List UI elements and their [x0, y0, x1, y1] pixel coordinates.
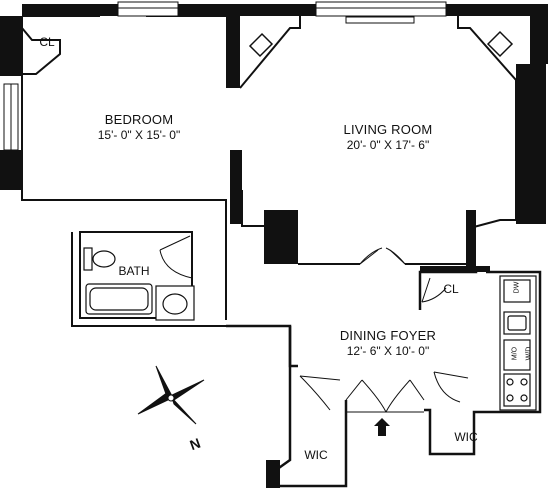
entry-doors	[345, 379, 425, 413]
bath-walls	[71, 224, 227, 327]
living-room-windows	[315, 1, 447, 24]
bath-door	[159, 235, 193, 279]
bedroom-walls	[21, 15, 227, 224]
wic-doors	[299, 371, 469, 411]
bedroom-closet-label: CL	[39, 35, 55, 49]
foyer-walls	[226, 266, 542, 488]
bedroom-dimensions: 15'- 0" X 15'- 0"	[97, 128, 181, 142]
living-room-name: LIVING ROOM	[343, 122, 433, 137]
bath-label: BATH	[118, 264, 150, 278]
foyer-closet-label: CL	[443, 282, 459, 296]
dishwasher-label: DW	[513, 281, 521, 294]
compass-icon	[137, 365, 205, 425]
living-room-doors	[359, 247, 406, 265]
exterior-walls	[0, 4, 548, 266]
bedroom-windows	[3, 1, 179, 151]
dining-foyer-dimensions: 12'- 6" X 10'- 0"	[346, 344, 430, 358]
wic-right-label: WIC	[454, 430, 478, 444]
bath-fixtures	[83, 247, 195, 321]
radiators	[248, 30, 514, 58]
washer-dryer-label: W/D	[525, 346, 533, 361]
dining-foyer-name: DINING FOYER	[339, 328, 437, 343]
foyer-closet	[421, 277, 447, 303]
wic-left-label: WIC	[304, 448, 328, 462]
entry-arrow-icon	[374, 418, 390, 436]
foyer-solid-walls	[266, 266, 490, 488]
microwave-label: M/O	[511, 346, 519, 361]
kitchen	[499, 275, 537, 411]
bedroom-name: BEDROOM	[104, 112, 174, 127]
living-room-dimensions: 20'- 0" X 17'- 6"	[346, 138, 430, 152]
living-room-walls	[239, 16, 517, 265]
